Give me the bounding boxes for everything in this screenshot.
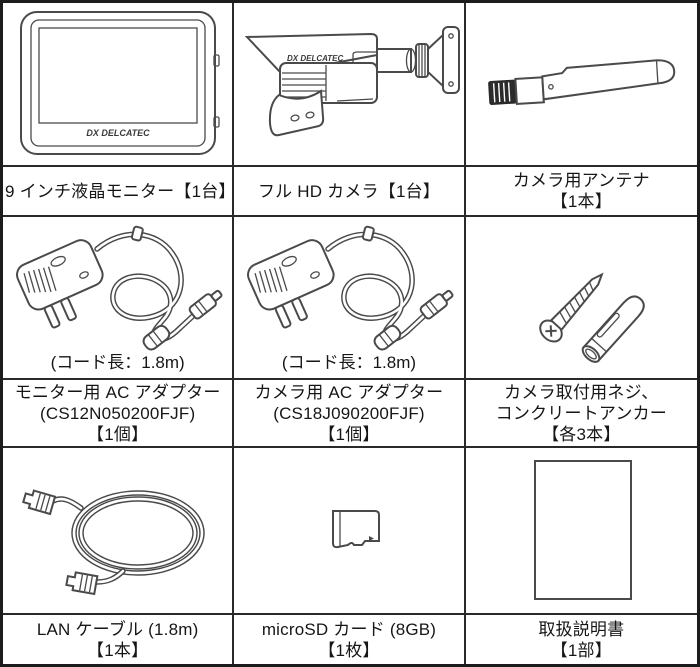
label-line: 取扱説明書 xyxy=(538,619,625,639)
item-cell-lan-cable xyxy=(3,448,235,615)
label-line: 9 インチ液晶モニター【1台】 xyxy=(5,181,235,201)
label-line: カメラ用 AC アダプター xyxy=(254,382,444,402)
label-line: コンクリートアンカー xyxy=(495,403,667,423)
item-label-camera: フル HD カメラ【1台】 xyxy=(234,167,466,217)
monitor-brand-logo: DX DELCATEC xyxy=(86,128,150,138)
item-cell-camera-ac-adapter: (コード長：1.8m) xyxy=(234,217,466,380)
antenna-illustration xyxy=(487,59,676,106)
item-label-antenna: カメラ用アンテナ 【1本】 xyxy=(465,167,697,217)
label-line: 【1枚】 xyxy=(318,640,380,660)
cord-length-caption: (コード長：1.8m) xyxy=(281,352,417,372)
monitor-illustration: DX DELCATEC xyxy=(19,11,220,155)
microsd-card-illustration xyxy=(331,509,380,548)
camera-illustration: DX DELCATEC xyxy=(244,26,460,137)
item-label-manual: 取扱説明書 【1部】 xyxy=(466,615,697,664)
item-cell-antenna xyxy=(465,3,697,167)
item-cell-microsd-card xyxy=(234,448,466,615)
item-label-camera-ac-adapter: カメラ用 AC アダプター (CS18J090200FJF) 【1個】 xyxy=(234,380,466,448)
item-cell-screws-anchors xyxy=(465,217,697,380)
manual-illustration xyxy=(533,459,632,600)
item-cell-monitor: DX DELCATEC xyxy=(3,3,235,167)
label-line: カメラ取付用ネジ、 xyxy=(504,382,659,402)
item-label-monitor-ac-adapter: モニター用 AC アダプター (CS12N050200FJF) 【1個】 xyxy=(3,380,235,448)
label-line: 【各3本】 xyxy=(542,424,621,444)
label-line: モニター用 AC アダプター xyxy=(14,382,221,402)
screw-anchor-illustration xyxy=(539,272,645,363)
item-label-monitor: 9 インチ液晶モニター【1台】 xyxy=(3,167,235,217)
item-label-microsd-card: microSD カード (8GB) 【1枚】 xyxy=(234,615,466,664)
item-label-lan-cable: LAN ケーブル (1.8m) 【1本】 xyxy=(3,615,235,664)
label-line: 【1部】 xyxy=(550,640,612,660)
ac-adapter-illustration xyxy=(15,225,223,350)
cord-length-caption: (コード長：1.8m) xyxy=(50,352,185,372)
label-line: 【1個】 xyxy=(87,424,149,444)
label-line: 【1本】 xyxy=(87,640,149,660)
label-line: 【1本】 xyxy=(550,192,612,211)
item-cell-manual xyxy=(465,448,697,615)
label-line: 【1個】 xyxy=(318,424,380,444)
label-line: (CS12N050200FJF) xyxy=(40,403,196,423)
item-label-screws-anchors: カメラ取付用ネジ、 コンクリートアンカー 【各3本】 xyxy=(465,380,697,448)
label-line: (CS18J090200FJF) xyxy=(273,403,425,423)
item-cell-monitor-ac-adapter: (コード長：1.8m) xyxy=(3,217,235,380)
lan-cable-illustration xyxy=(21,488,205,595)
camera-brand-logo: DX DELCATEC xyxy=(287,54,344,63)
ac-adapter-illustration xyxy=(247,225,454,350)
label-line: microSD カード (8GB) xyxy=(261,619,437,639)
label-line: LAN ケーブル (1.8m) xyxy=(36,619,199,639)
item-cell-camera: DX DELCATEC xyxy=(234,3,466,167)
label-line: カメラ用アンテナ xyxy=(512,171,650,190)
label-line: フル HD カメラ【1台】 xyxy=(257,181,441,201)
